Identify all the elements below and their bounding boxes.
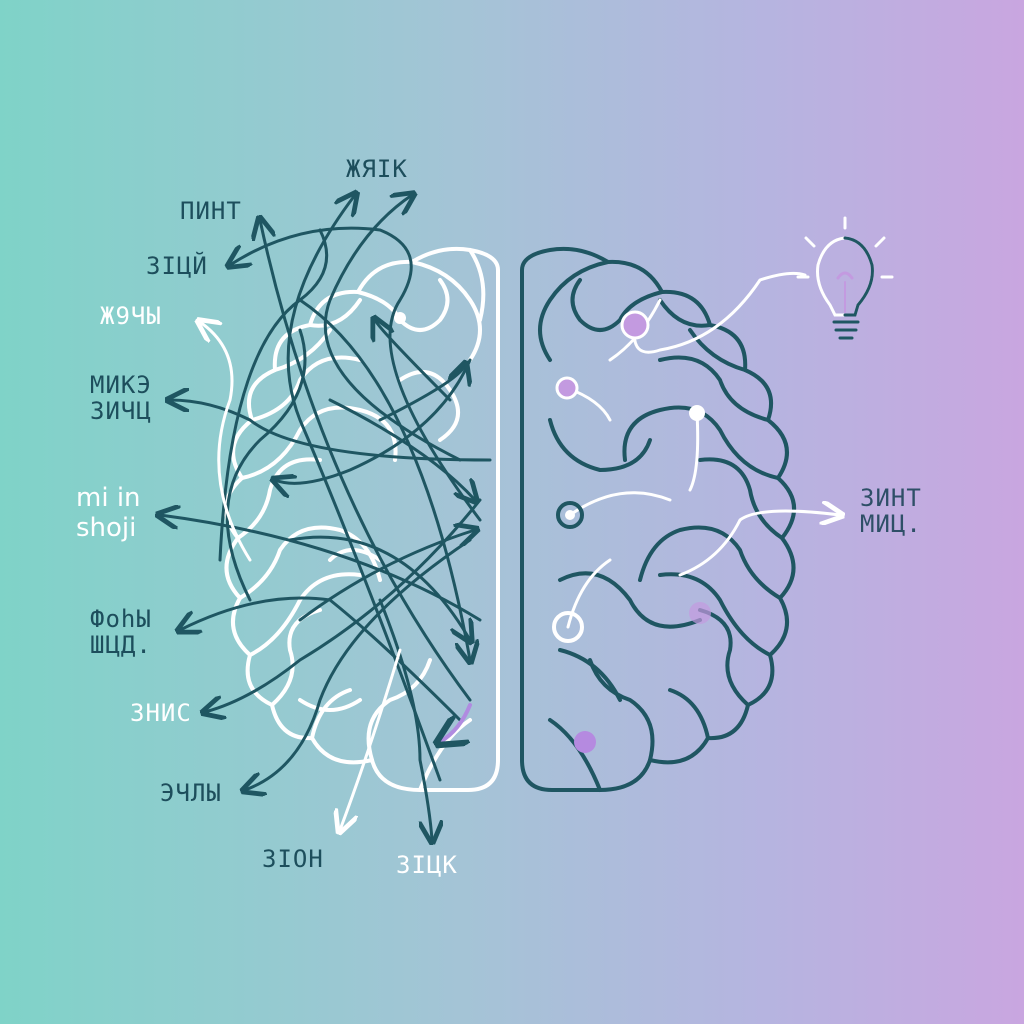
node-ring-1 bbox=[556, 501, 584, 529]
label-top-left: ПИНТ bbox=[180, 197, 242, 225]
label-left-3a: МИКЭ bbox=[90, 371, 152, 399]
label-left-6: ЗНИС bbox=[130, 699, 192, 727]
left-hemisphere-icon bbox=[223, 246, 500, 792]
right-hemisphere-icon bbox=[520, 246, 797, 792]
node-ring-2 bbox=[552, 611, 584, 643]
label-right: ЗИНТ МИЦ. bbox=[860, 485, 922, 537]
node-white-1 bbox=[689, 405, 705, 421]
label-bottom-left: ЗIОН bbox=[262, 845, 324, 873]
node-purple-2 bbox=[555, 376, 579, 400]
label-left-7: ЭЧЛЫ bbox=[160, 779, 222, 807]
label-left-5b: ШЦД. bbox=[90, 631, 152, 659]
lightbulb-icon bbox=[796, 216, 894, 340]
label-mi-in: mi in bbox=[76, 483, 141, 513]
label-left-2: Ж9ЧЫ bbox=[100, 302, 162, 330]
label-left-5a: ФоhЫ bbox=[90, 605, 152, 633]
neuron-nodes bbox=[394, 310, 711, 753]
label-right-a: ЗИНТ bbox=[860, 484, 922, 512]
node-ring-1-inner bbox=[565, 510, 575, 520]
label-right-b: МИЦ. bbox=[860, 510, 922, 538]
node-purple-1 bbox=[620, 310, 650, 340]
label-shoji: shoji bbox=[76, 513, 137, 543]
label-left-1: ЗIЦЙ bbox=[146, 252, 208, 280]
label-bottom-right: ЗIЦК bbox=[396, 851, 458, 879]
node-white-2 bbox=[394, 312, 406, 324]
node-purple-3 bbox=[689, 602, 711, 624]
node-purple-4 bbox=[574, 731, 596, 753]
purple-small-arrow bbox=[440, 703, 472, 742]
label-left-5: ФоhЫ ШЦД. bbox=[90, 606, 152, 658]
label-mi-in-shoji: mi in shoji bbox=[76, 483, 141, 543]
label-left-3b: ЗИЧЦ bbox=[90, 397, 152, 425]
label-top-center: ЖЯIК bbox=[346, 155, 408, 183]
white-thought-arrows bbox=[200, 322, 402, 830]
label-left-3: МИКЭ ЗИЧЦ bbox=[90, 372, 152, 424]
